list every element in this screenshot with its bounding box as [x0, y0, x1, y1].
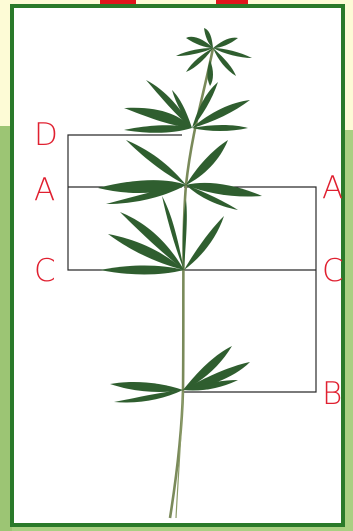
leaf-whorl-d	[124, 80, 250, 133]
left-label-c: C	[34, 253, 56, 289]
right-bracket	[184, 187, 316, 392]
right-label-b: B	[322, 376, 342, 412]
leaf-whorl-a	[98, 140, 262, 210]
leaf-whorl-b	[110, 346, 250, 403]
left-label-d: D	[34, 117, 58, 153]
right-bracket-outline	[184, 187, 316, 392]
plant-stem-lower	[176, 392, 183, 518]
leaf-whorl-c	[100, 196, 224, 275]
right-labels: A C B	[322, 170, 344, 412]
left-labels: D A C	[34, 117, 58, 289]
leaf-whorl-top	[176, 28, 252, 86]
right-label-c: C	[322, 253, 344, 289]
right-label-a: A	[322, 170, 343, 206]
plant-specimen-illustration	[98, 28, 262, 518]
left-label-a: A	[34, 172, 55, 208]
